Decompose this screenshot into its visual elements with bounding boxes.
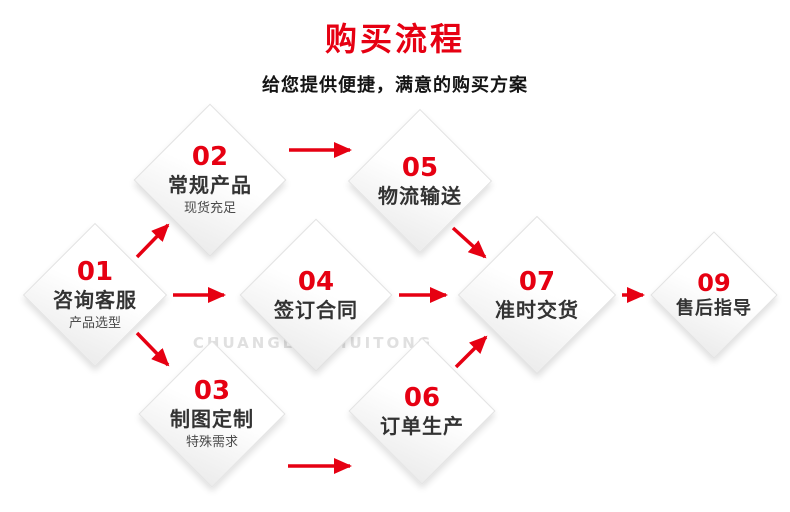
step-content: 03 制图定制 特殊需求 [170,376,254,452]
step-number: 09 [697,269,731,297]
step-number: 02 [191,142,229,172]
step-label: 签订合同 [274,297,358,322]
step-content: 07 准时交货 [495,267,579,324]
flow-step-07: 07 准时交货 [451,209,623,381]
page-title: 购买流程 [324,20,465,58]
step-sublabel: 现货充足 [183,201,236,216]
step-label: 物流输送 [378,183,462,208]
step-content: 09 售后指导 [676,269,752,321]
header: 购买流程 给您提供便捷，满意的购买方案 [0,14,790,97]
flow-step-06: 06 订单生产 [336,325,508,497]
step-content: 05 物流输送 [378,153,462,210]
step-sublabel: 特殊需求 [185,435,238,450]
page-subtitle: 给您提供便捷，满意的购买方案 [262,75,528,96]
step-number: 07 [518,266,556,297]
step-number: 01 [76,257,114,287]
step-sublabel: 产品选型 [68,316,121,331]
step-content: 06 订单生产 [380,383,464,440]
step-label: 常规产品 [168,173,252,197]
step-number: 04 [297,266,335,297]
flow-step-01: 01 咨询客服 产品选型 [9,209,181,381]
flow-step-09: 09 售后指导 [628,209,790,381]
step-number: 03 [193,376,231,406]
step-label: 制图定制 [170,407,254,431]
step-label: 咨询客服 [53,288,137,312]
step-label: 准时交货 [495,297,579,322]
step-content: 02 常规产品 现货充足 [168,142,252,218]
flow-step-05: 05 物流输送 [334,95,506,267]
step-label: 订单生产 [380,413,464,438]
step-content: 04 签订合同 [274,267,358,324]
step-number: 06 [403,382,441,413]
step-number: 05 [401,152,439,183]
flow-step-03: 03 制图定制 特殊需求 [126,328,298,500]
step-content: 01 咨询客服 产品选型 [53,257,137,333]
step-label: 售后指导 [676,298,752,319]
flow-step-04: 04 签订合同 [230,209,402,381]
flow-step-02: 02 常规产品 现货充足 [124,94,296,266]
